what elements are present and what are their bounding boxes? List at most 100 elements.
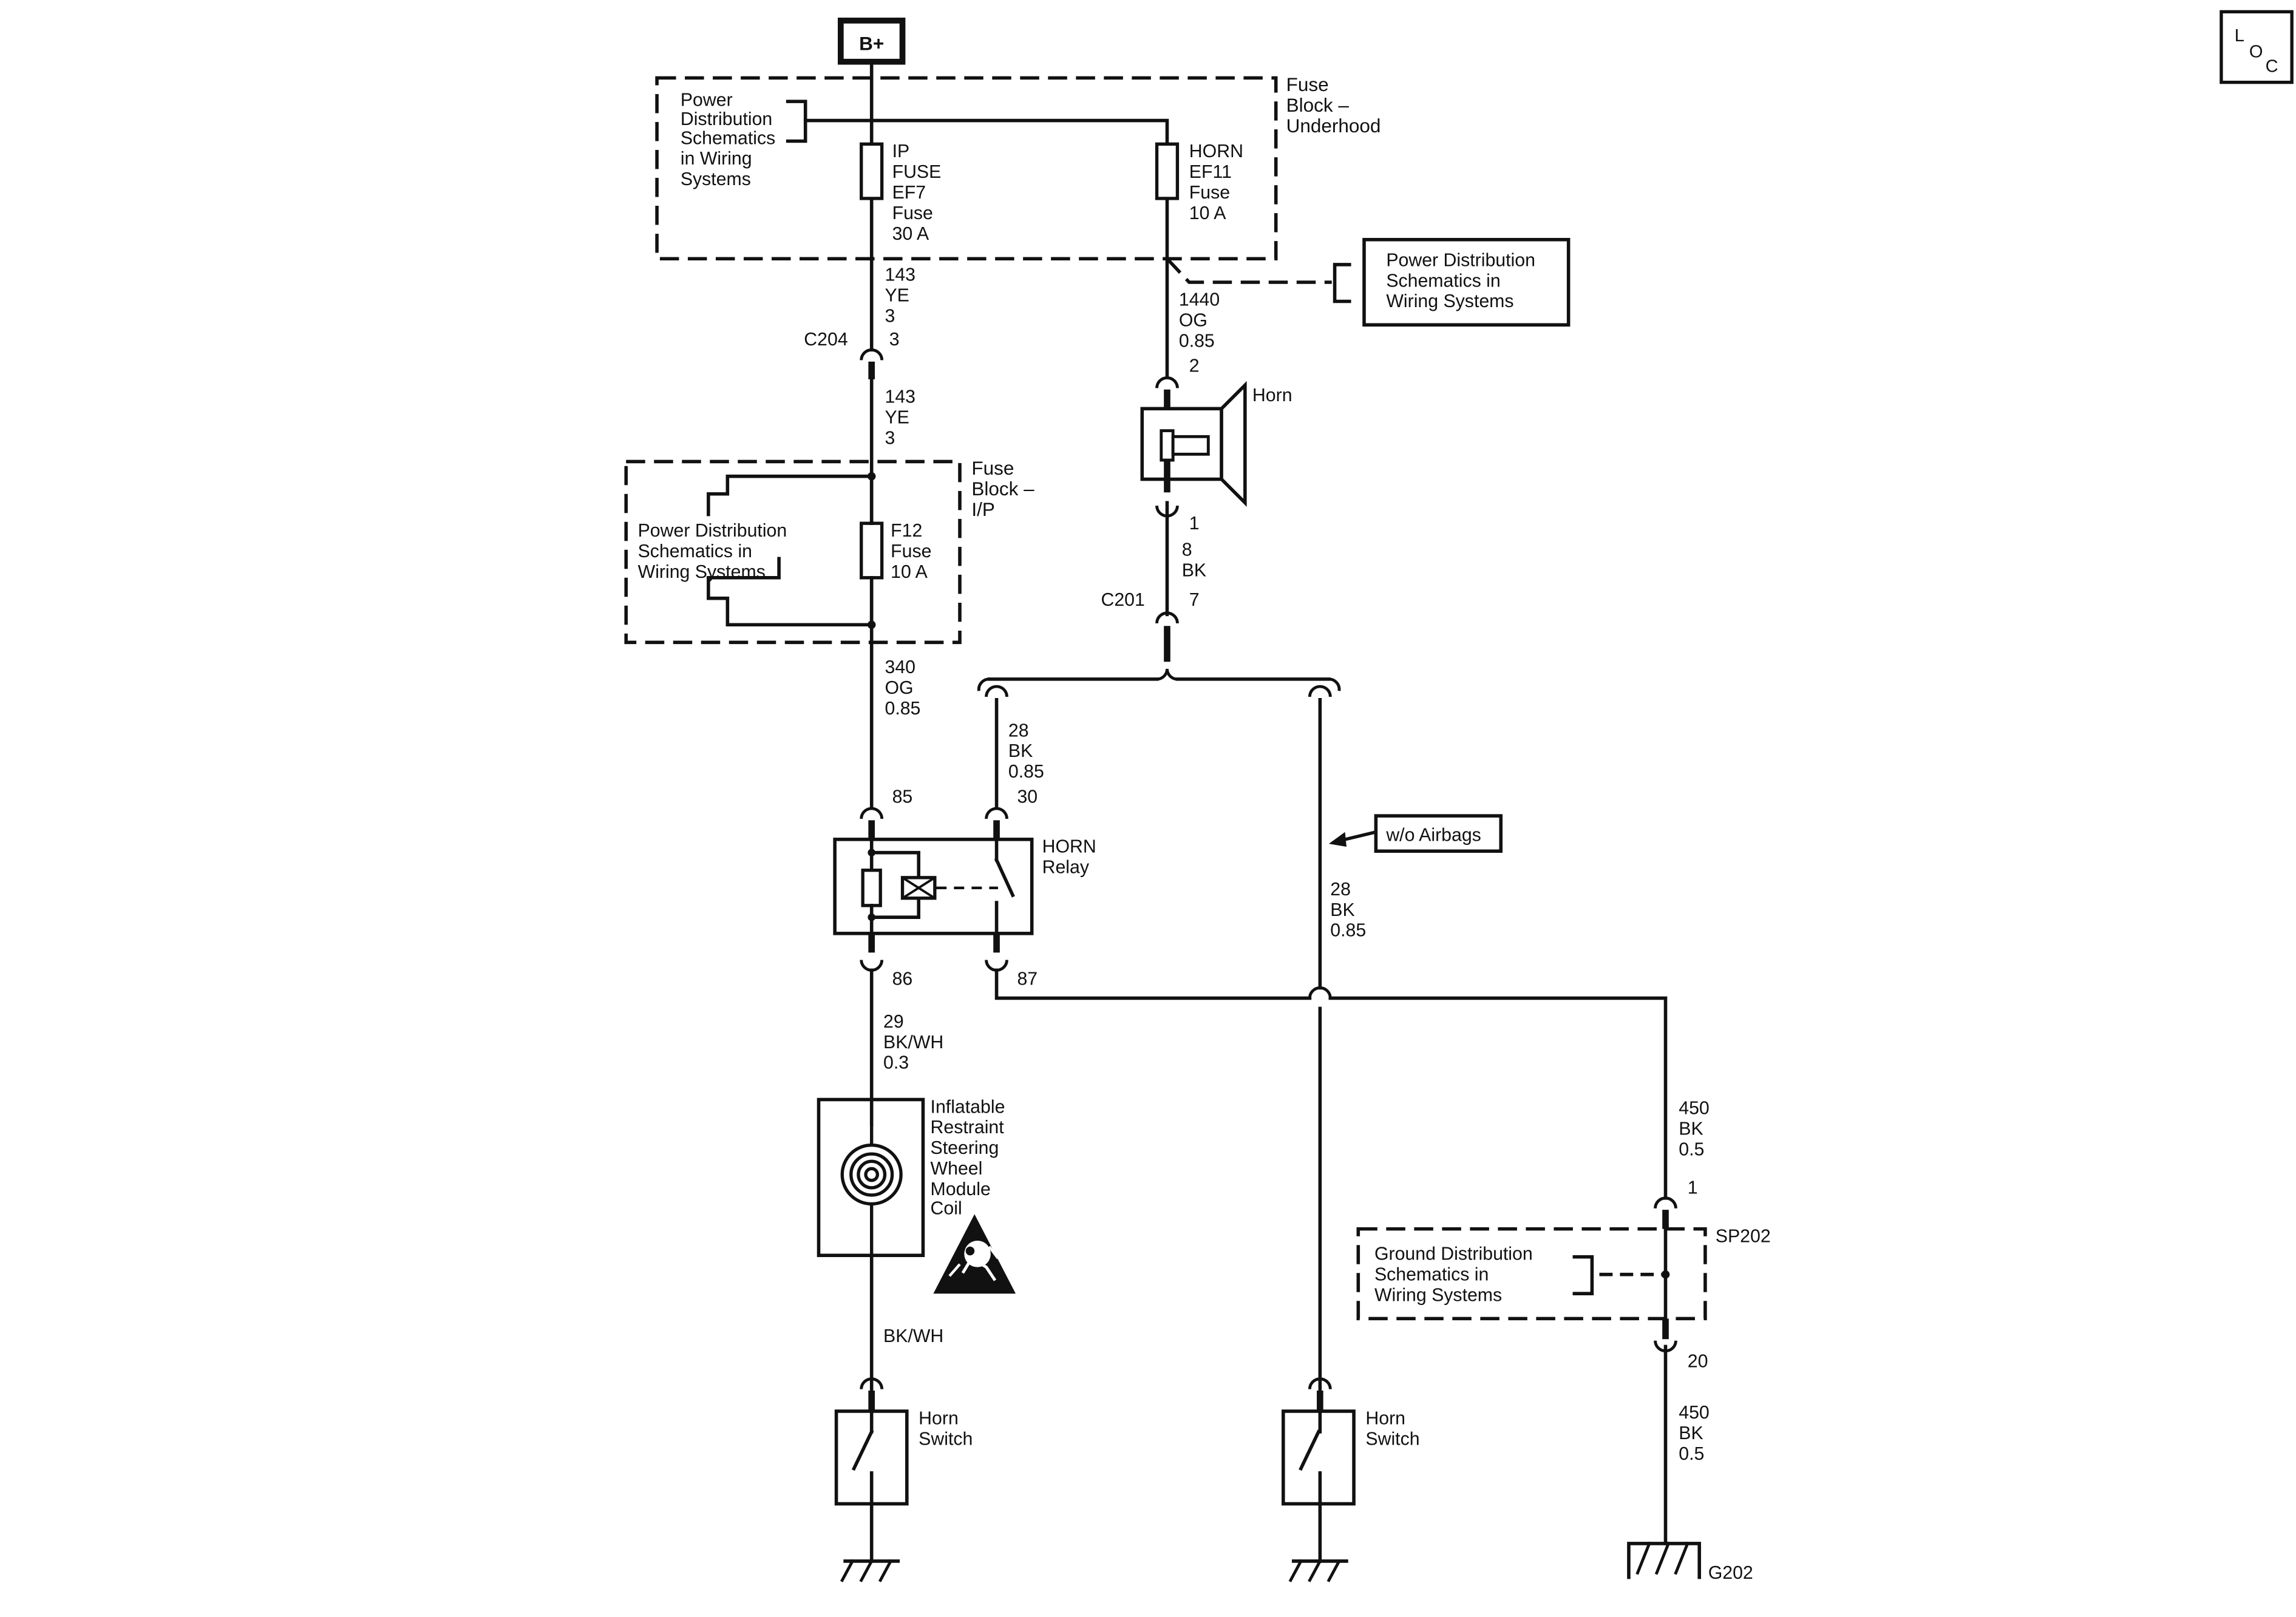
loc-letter-o: O bbox=[2249, 42, 2263, 61]
c201-pin: 7 bbox=[1189, 590, 1200, 610]
c204-name: C204 bbox=[804, 330, 847, 350]
fuse-block-underhood-title-2: Block – bbox=[1286, 95, 1350, 116]
wire-1440-size: 0.85 bbox=[1179, 331, 1215, 351]
fuse-horn-label-4: 10 A bbox=[1189, 203, 1226, 223]
battery-terminal: B+ bbox=[837, 18, 906, 65]
wire-450-bottom-circuit: 450 bbox=[1679, 1403, 1709, 1423]
ip-power-ref-3: Wiring Systems bbox=[638, 562, 766, 582]
relay-pin-87: 87 bbox=[1017, 969, 1038, 989]
wire-28-right-size: 0.85 bbox=[1330, 921, 1366, 941]
wire-1440-color: OG bbox=[1179, 311, 1207, 331]
wire-143-top-circuit: 143 bbox=[885, 265, 915, 285]
c204-pin: 3 bbox=[889, 330, 900, 350]
location-icon: L O C bbox=[2220, 10, 2294, 84]
wire-label-8: 8 BK bbox=[1182, 540, 1206, 580]
airbag-warning-icon bbox=[933, 1214, 1016, 1294]
wire-143-bottom-circuit: 143 bbox=[885, 387, 915, 407]
power-ref-box-line-2: Schematics in bbox=[1386, 271, 1500, 291]
wire-bkwh-color: BK/WH bbox=[883, 1326, 943, 1346]
wire-28-relay-circuit: 28 bbox=[1008, 720, 1029, 741]
wire-450-bottom-color: BK bbox=[1679, 1423, 1703, 1443]
fuse-ip-label-5: 30 A bbox=[892, 224, 929, 244]
wire-1440-circuit: 1440 bbox=[1179, 290, 1220, 310]
ip-power-ref-1: Power Distribution bbox=[638, 521, 787, 541]
coil-spiral-icon bbox=[840, 1124, 903, 1256]
splice-name: SP202 bbox=[1716, 1226, 1771, 1246]
fuse-ip-label-2: FUSE bbox=[892, 162, 942, 182]
wire-340-circuit: 340 bbox=[885, 657, 915, 677]
power-ref-box-line-3: Wiring Systems bbox=[1386, 291, 1513, 311]
wire-28-relay-size: 0.85 bbox=[1008, 762, 1044, 782]
wire-340-size: 0.85 bbox=[885, 699, 920, 719]
coil-label-3: Steering bbox=[931, 1138, 999, 1158]
wire-143-top-size: 3 bbox=[885, 306, 895, 326]
underhood-power-ref-2: Distribution bbox=[681, 109, 772, 129]
relay-pin-30: 30 bbox=[1017, 787, 1038, 807]
wire-label-340: 340 OG 0.85 bbox=[885, 657, 920, 719]
coil-label-2: Restraint bbox=[931, 1117, 1005, 1137]
power-ref-box-line-1: Power Distribution bbox=[1386, 250, 1535, 270]
coil-label-1: Inflatable bbox=[931, 1097, 1005, 1117]
wire-143-top-color: YE bbox=[885, 285, 909, 305]
fuse-block-underhood: Fuse Block – Underhood Power Distributio… bbox=[655, 74, 1381, 261]
loc-letter-l: L bbox=[2235, 26, 2244, 46]
wire-340-color: OG bbox=[885, 678, 913, 698]
horn-label: Horn bbox=[1252, 385, 1292, 405]
ground-left-icon bbox=[840, 1559, 900, 1582]
ground-right-icon bbox=[1288, 1559, 1348, 1582]
coil-label-4: Wheel bbox=[931, 1159, 983, 1179]
horn: 2 Horn 1 bbox=[1140, 356, 1292, 534]
wire-relay-87 bbox=[994, 968, 1668, 1200]
horn-relay: 85 30 HORN Relay 86 87 bbox=[833, 787, 1096, 989]
ground-ref-2: Schematics in bbox=[1374, 1264, 1489, 1284]
fuse-block-underhood-title-3: Underhood bbox=[1286, 115, 1381, 137]
fuse-f12-label-2: Fuse bbox=[891, 541, 931, 561]
wire-29-color: BK/WH bbox=[883, 1032, 943, 1053]
wire-450-top-circuit: 450 bbox=[1679, 1099, 1709, 1119]
fuse-horn-label-2: EF11 bbox=[1189, 162, 1232, 182]
ground-ref-3: Wiring Systems bbox=[1374, 1285, 1502, 1305]
horn-switch-right-label-2: Switch bbox=[1365, 1429, 1419, 1449]
airbag-note: w/o Airbags bbox=[1328, 814, 1503, 853]
wire-bus-c201 bbox=[977, 668, 1341, 1391]
connector-c201: C201 7 bbox=[1101, 590, 1200, 624]
wire-label-1440: 1440 OG 0.85 bbox=[1179, 290, 1220, 351]
fuse-block-ip: Fuse Block – I/P Power Distribution Sche… bbox=[624, 458, 1034, 645]
wire-450-top-color: BK bbox=[1679, 1119, 1703, 1139]
ip-power-ref-2: Schematics in bbox=[638, 541, 752, 561]
fuse-ip-label-1: IP bbox=[892, 141, 910, 161]
wire-label-143-bottom: 143 YE 3 bbox=[885, 387, 915, 449]
wire-label-28-right: 28 BK 0.85 bbox=[1330, 880, 1366, 941]
wire-450-top-size: 0.5 bbox=[1679, 1140, 1704, 1160]
wire-label-28-relay: 28 BK 0.85 bbox=[1008, 720, 1044, 782]
horn-switch-left: Horn Switch bbox=[834, 1377, 973, 1582]
wire-28-relay-color: BK bbox=[1008, 741, 1033, 761]
horn-switch-left-label-2: Switch bbox=[919, 1429, 973, 1449]
fuse-block-ip-title-2: Block – bbox=[971, 478, 1034, 500]
power-distribution-ref-box: Power Distribution Schematics in Wiring … bbox=[1166, 237, 1571, 327]
c201-name: C201 bbox=[1101, 590, 1145, 610]
horn-pin-1: 1 bbox=[1189, 514, 1200, 534]
fuse-f12-label-3: 10 A bbox=[891, 562, 928, 582]
wire-label-29: 29 BK/WH 0.3 bbox=[883, 1012, 943, 1073]
wire-8-color: BK bbox=[1182, 560, 1206, 580]
ground-g202: G202 bbox=[1627, 1541, 1753, 1583]
wire-label-143-top: 143 YE 3 bbox=[885, 265, 915, 327]
fuse-f12-label-1: F12 bbox=[891, 521, 922, 541]
loc-letter-c: C bbox=[2266, 57, 2278, 76]
splice-pin-bottom: 20 bbox=[1688, 1351, 1708, 1371]
horn-switch-right-label-1: Horn bbox=[1365, 1409, 1405, 1429]
fuse-ip-label-3: EF7 bbox=[892, 183, 926, 203]
relay-pin-86: 86 bbox=[892, 969, 913, 989]
relay-pin-85: 85 bbox=[892, 787, 913, 807]
wire-label-450-top: 450 BK 0.5 bbox=[1679, 1099, 1709, 1160]
fuse-horn-label-3: Fuse bbox=[1189, 183, 1230, 203]
fuse-ip-label-4: Fuse bbox=[892, 203, 933, 223]
underhood-power-ref-3: Schematics bbox=[681, 128, 775, 148]
relay-label-1: HORN bbox=[1042, 837, 1096, 857]
wire-8-circuit: 8 bbox=[1182, 540, 1192, 560]
wire-29-circuit: 29 bbox=[883, 1012, 904, 1032]
connector-c204: C204 3 bbox=[804, 330, 900, 379]
ground-g202-label: G202 bbox=[1708, 1563, 1753, 1583]
